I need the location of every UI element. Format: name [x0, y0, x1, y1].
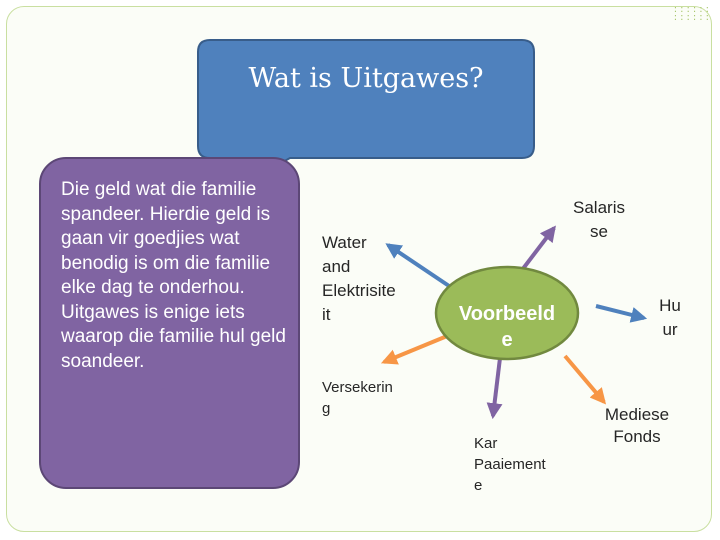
definition-box — [39, 157, 300, 489]
branch-label-versekering: Versekerin g — [322, 379, 393, 417]
arrow-salaris — [520, 225, 556, 272]
center-label: Voorbeeld e — [458, 303, 556, 351]
branch-label-water: Water and Elektrisite it — [322, 233, 396, 324]
arrow-kar — [486, 357, 503, 420]
arrow-huur — [595, 304, 648, 323]
branch-label-kar: Kar Paaiement e — [474, 435, 546, 494]
slide-title: Wat is Uitgawes? — [248, 62, 484, 94]
branch-label-huur: Hu ur — [659, 296, 681, 339]
arrow-water — [385, 243, 460, 294]
branch-label-salaris: Salaris se — [573, 198, 625, 241]
branch-label-mediese: Mediese Fonds — [604, 405, 670, 446]
definition-text: Die geld wat die familie spandeer. Hierd… — [61, 179, 286, 372]
center-node — [434, 265, 580, 361]
corner-decoration: :::::::::::: — [673, 4, 712, 23]
arrow-versekering — [381, 332, 453, 365]
arrow-mediese — [563, 354, 607, 405]
